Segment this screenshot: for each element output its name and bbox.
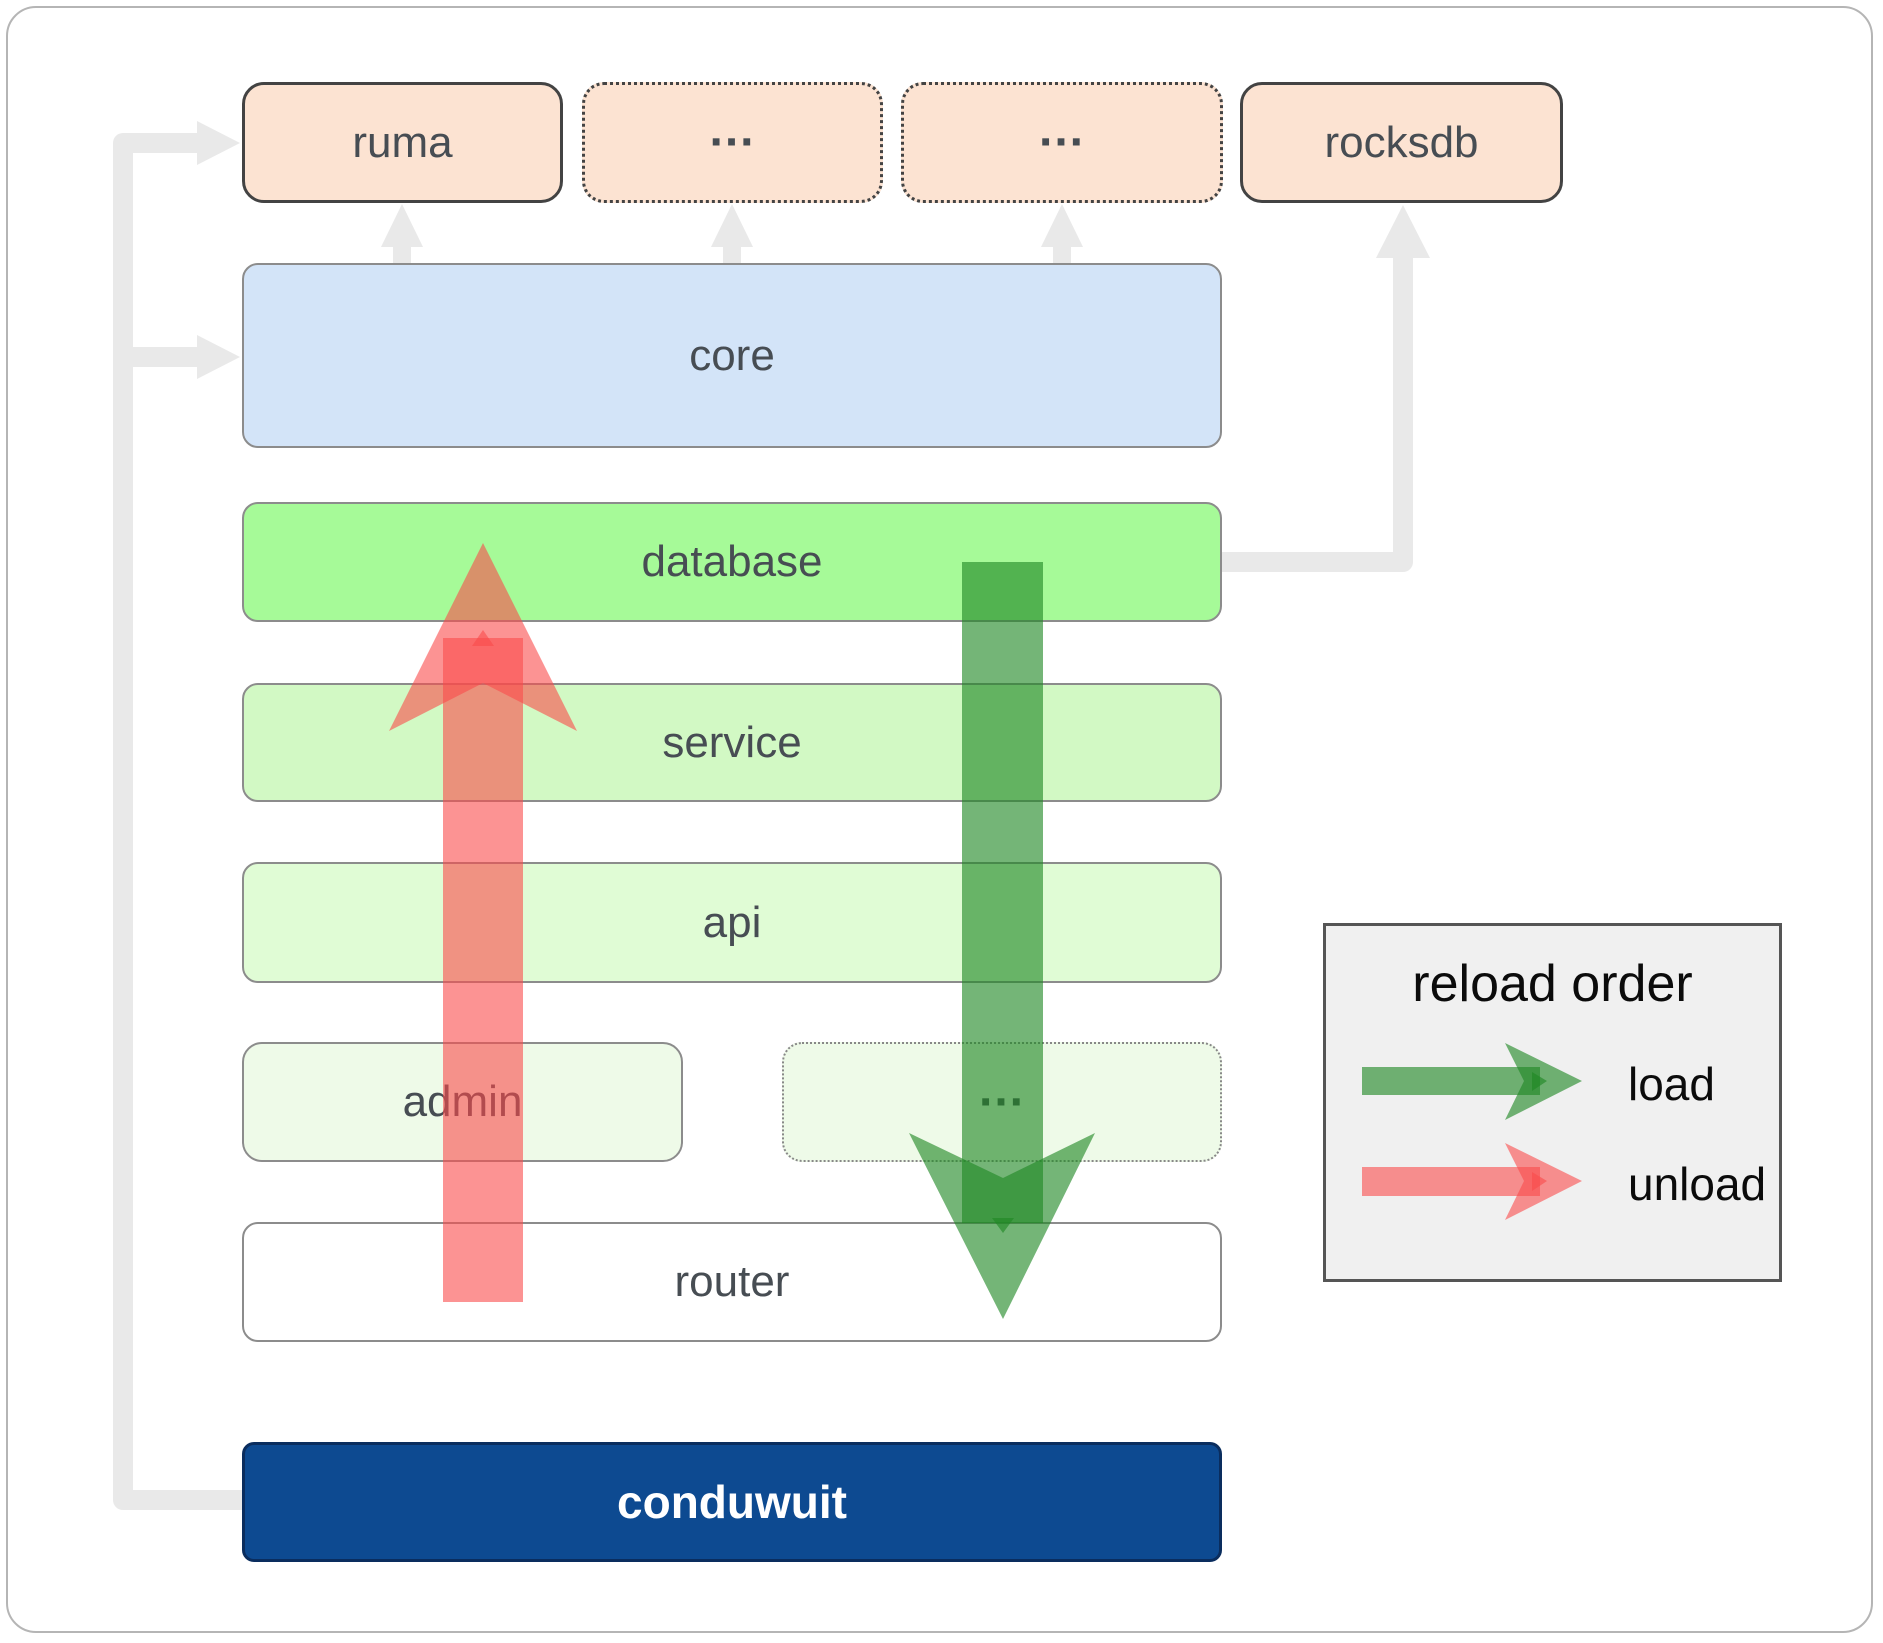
module-more-top-2-label: ... [1038,103,1085,157]
load-arrow-shaft [962,562,1043,1223]
module-api-label: api [702,897,762,947]
load-arrow-chevron [992,1218,1014,1233]
arrowhead-into-ruma [197,121,240,165]
module-more-top-1-label: ... [709,103,756,157]
database-to-rocksdb-connector [1222,258,1413,572]
module-rocksdb: rocksdb [1240,82,1563,203]
unload-icon-shaft [1362,1167,1540,1196]
load-arrow-icon [1362,1043,1582,1120]
module-conduwuit-label: conduwuit [617,1476,847,1528]
core-to-more2-arrow [1041,204,1083,265]
module-core: core [242,263,1222,448]
unload-arrow-icon [1362,1143,1582,1220]
module-database-label: database [641,537,823,586]
module-api: api [242,862,1222,983]
legend-unload-label: unload [1628,1158,1767,1210]
unload-icon-chevron [1532,1172,1547,1191]
diagram-frame [6,6,1873,1633]
legend-load-label: load [1628,1058,1715,1110]
module-ruma-label: ruma [352,117,453,167]
conduwuit-to-ruma-connector [113,133,242,1510]
module-more-top-1: ... [582,82,883,203]
module-more-top-2: ... [901,82,1223,203]
module-ruma: ruma [242,82,563,203]
core-to-more1-arrow [711,204,753,265]
unload-arrow-shaft [443,638,523,1302]
load-icon-chevron [1532,1072,1547,1091]
unload-arrow [389,543,577,1302]
load-icon-shaft [1362,1067,1540,1095]
module-core-label: core [689,330,775,380]
legend-reload-order: reload order load unload [1323,923,1782,1282]
arrowhead-into-rocksdb [1376,205,1430,258]
module-database: database [242,502,1222,622]
module-rocksdb-label: rocksdb [1324,117,1479,167]
module-service-label: service [662,717,802,767]
core-to-ruma-arrow [381,204,423,265]
load-arrow [909,562,1095,1319]
module-conduwuit: conduwuit [242,1442,1222,1562]
legend-title: reload order [1412,955,1693,1013]
module-router-label: router [674,1257,790,1306]
module-router: router [242,1222,1222,1342]
arrowhead-into-core [197,335,240,379]
